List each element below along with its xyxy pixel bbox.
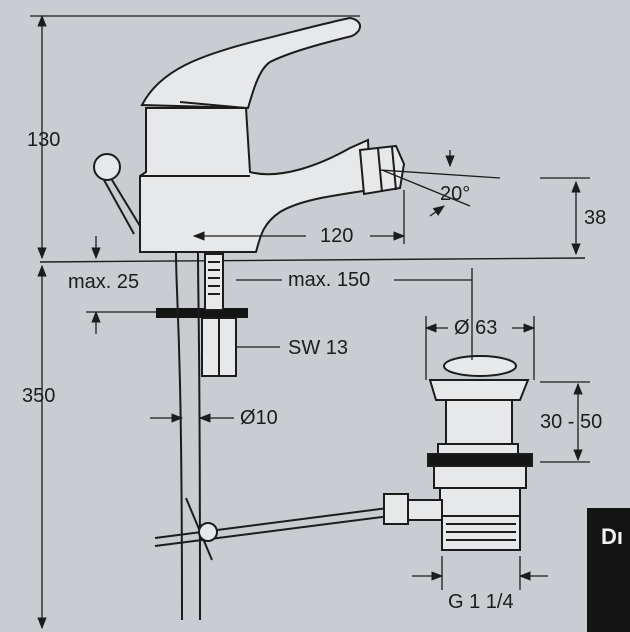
thread-g114-label: G 1 1/4 (448, 591, 514, 613)
diameter-63-label: Ø 63 (454, 317, 498, 339)
threaded-stud (204, 253, 224, 311)
mounting-washer (156, 308, 248, 318)
deck-line (39, 257, 586, 263)
drain-plug (427, 355, 533, 551)
corner-badge-text: Dı (601, 524, 623, 549)
diameter-10-label: Ø10 (240, 407, 278, 429)
max-150-label: max. 150 (288, 269, 371, 291)
max-25-label: max. 25 (68, 271, 140, 293)
angle-20-label: 20° (440, 183, 471, 205)
range-30-50-label: 30 - 50 (540, 411, 603, 433)
mixer-body (139, 107, 372, 253)
height-130-label: 130 (27, 129, 61, 151)
reach-120-label: 120 (320, 225, 354, 247)
sw-13-label: SW 13 (288, 337, 349, 359)
pop-up-rod-knob (93, 153, 141, 235)
drain-lever-rod (154, 493, 443, 547)
height-350-label: 350 (22, 385, 56, 407)
mixer-lever (140, 16, 361, 110)
dimension-lines (30, 14, 590, 630)
mounting-nut (201, 317, 237, 377)
corner-badge (587, 508, 630, 632)
outlet-38-label: 38 (584, 207, 607, 229)
